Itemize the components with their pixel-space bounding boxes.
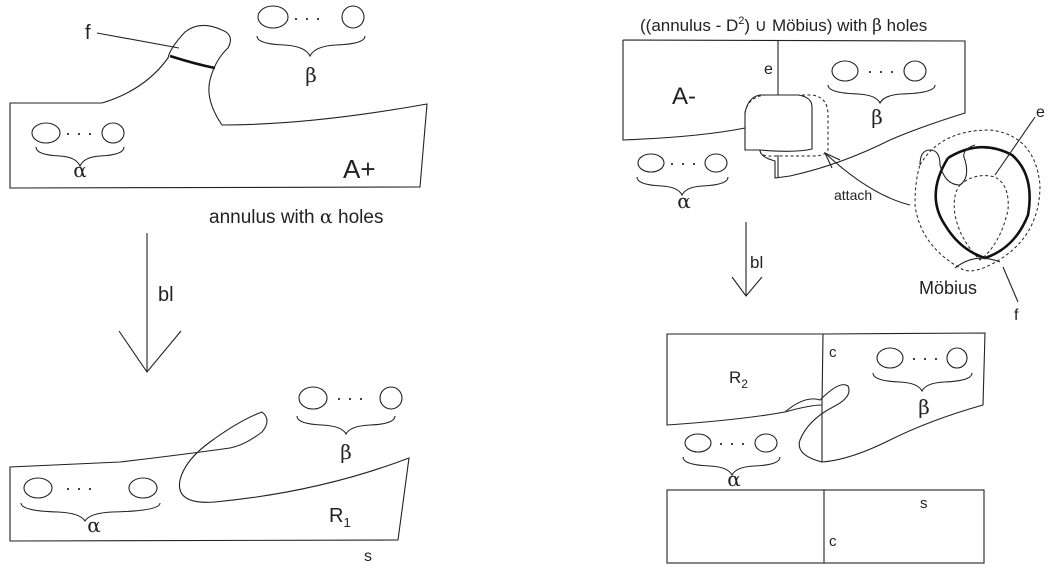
arc-f xyxy=(169,54,216,70)
left-bottom-figure: · · · β · · · α R1 s xyxy=(9,386,410,565)
brace xyxy=(20,502,161,523)
hole xyxy=(23,477,53,499)
label-alpha: α xyxy=(677,189,691,213)
right-arrow-bl: bl xyxy=(731,222,763,297)
mobius-gap xyxy=(919,144,976,186)
hole xyxy=(341,5,365,29)
label-a-minus: A- xyxy=(672,83,696,110)
label-beta: β xyxy=(871,105,883,129)
dots: · · · xyxy=(669,153,697,173)
label-s: s xyxy=(364,548,372,565)
brace xyxy=(256,35,366,58)
dots: · · · xyxy=(911,348,939,368)
left-top-figure: · · · β f · · · α A+ annulus with α hole… xyxy=(9,5,428,228)
block-right xyxy=(821,332,986,463)
dashed-disk xyxy=(744,94,829,157)
right-bottom-figure: c R2 · · · β · · · α s c xyxy=(666,332,986,564)
dots: · · · xyxy=(718,433,746,453)
label-bl: bl xyxy=(750,253,763,272)
hole xyxy=(903,60,927,82)
attach-arrow xyxy=(824,152,911,206)
dots: · · · xyxy=(867,61,895,81)
label-a-plus: A+ xyxy=(343,154,376,184)
hole xyxy=(101,122,125,144)
hole xyxy=(379,386,403,410)
hole xyxy=(31,122,61,144)
label-beta: β xyxy=(918,395,930,419)
hole xyxy=(298,386,328,410)
label-bl: bl xyxy=(158,284,174,306)
block-r2 xyxy=(666,333,824,426)
brace xyxy=(35,146,125,168)
surface-outline xyxy=(9,24,428,189)
hole xyxy=(257,5,289,29)
label-alpha: α xyxy=(727,467,741,491)
label-f: f xyxy=(85,22,91,44)
crossing-strand xyxy=(784,384,850,463)
mobius-outer-dashed xyxy=(914,129,1041,272)
caption: annulus with α holes xyxy=(209,206,383,228)
brace xyxy=(872,372,973,393)
hole xyxy=(128,477,158,499)
label-alpha: α xyxy=(87,513,101,537)
label-c-lower: c xyxy=(829,533,837,550)
hole xyxy=(946,347,968,369)
label-beta: β xyxy=(305,63,317,87)
dots: · · · xyxy=(65,478,93,498)
label-alpha: α xyxy=(73,158,87,182)
label-mobius: Möbius xyxy=(919,278,977,298)
hole xyxy=(831,60,859,82)
hole xyxy=(704,153,728,173)
label-c-upper: c xyxy=(829,344,837,361)
mobius-figure: e f Möbius xyxy=(914,104,1045,324)
label-f-leader xyxy=(96,32,180,49)
brace xyxy=(682,456,781,477)
hole xyxy=(684,433,712,453)
left-arrow-bl: bl xyxy=(118,233,182,373)
label-s: s xyxy=(920,495,928,512)
hole xyxy=(637,153,665,173)
brace xyxy=(636,176,729,197)
brace xyxy=(827,84,936,105)
hole xyxy=(876,347,904,369)
label-e-mobius: e xyxy=(1036,104,1045,121)
label-beta: β xyxy=(340,440,352,464)
bottom-rectangle xyxy=(666,489,985,564)
dots: · · · xyxy=(293,8,321,28)
hole xyxy=(754,433,778,453)
mobius-boundary xyxy=(934,145,1031,260)
surface-outline xyxy=(9,411,410,542)
label-r2: R2 xyxy=(729,368,748,391)
brace xyxy=(296,415,396,436)
mobius-inner-dashed xyxy=(953,175,1009,261)
label-r1: R1 xyxy=(329,505,351,530)
title: ((annulus - D2) ∪ Möbius) with β holes xyxy=(640,15,927,36)
right-top-figure: ((annulus - D2) ∪ Möbius) with β holes e… xyxy=(622,15,966,213)
label-f: f xyxy=(1014,307,1019,324)
dots: · · · xyxy=(65,123,93,143)
label-e: e xyxy=(764,61,773,78)
dots: · · · xyxy=(336,388,364,408)
label-attach: attach xyxy=(834,187,872,203)
